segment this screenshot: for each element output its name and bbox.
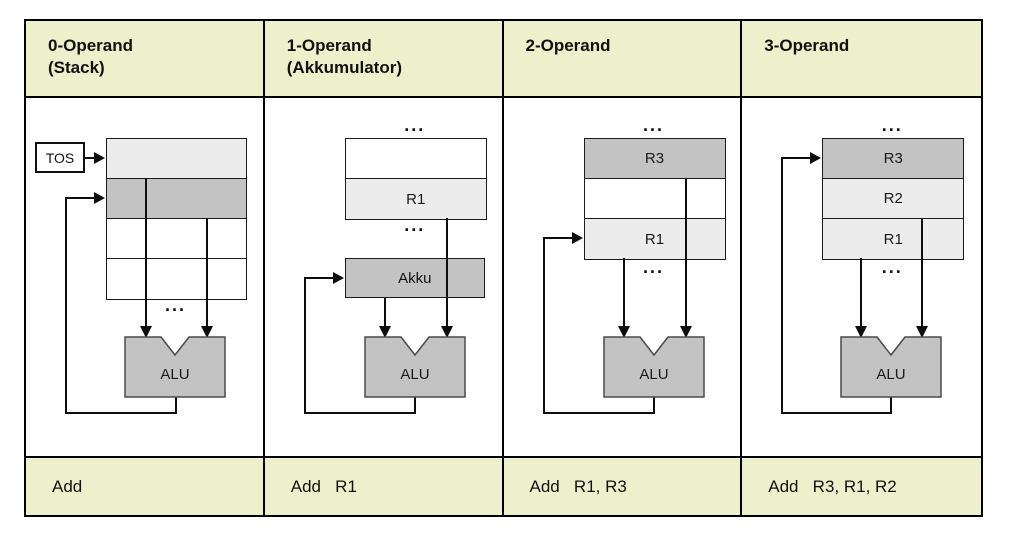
- instruction-2-operand: Add R1, R3: [503, 456, 743, 515]
- arrowhead-icon: [916, 326, 929, 338]
- ellipsis-below-registers: ...: [404, 215, 426, 235]
- instruction-text: Add R1: [290, 476, 357, 496]
- diagram-3-operand: ... R3 R2 R1 ... ALU: [742, 98, 981, 456]
- arrowhead-icon: [201, 326, 213, 338]
- akku-label: Akku: [398, 269, 432, 287]
- register-cell-r3: R3: [823, 139, 964, 179]
- arrowhead-icon: [617, 326, 630, 338]
- stack-cell-top: [107, 139, 246, 179]
- register-box: R3 R1: [583, 138, 726, 260]
- register-cell-r3: R3: [584, 139, 725, 179]
- ellipsis-below-registers: ...: [881, 257, 903, 277]
- writeback-path: [303, 277, 416, 414]
- header-0-operand: 0-Operand (Stack): [26, 21, 265, 98]
- register-cell-r1: R1: [823, 219, 964, 259]
- stack-cell-second: [107, 179, 246, 219]
- tos-label: TOS: [45, 149, 75, 166]
- ellipsis-below-stack: ...: [164, 295, 186, 315]
- register-cell: [345, 139, 486, 179]
- register-cell-r1: R1: [584, 219, 725, 259]
- header-line1: 3-Operand: [764, 36, 850, 55]
- register-box: R1: [344, 138, 487, 220]
- header-2-operand: 2-Operand: [503, 21, 743, 98]
- instruction-text: Add R3, R1, R2: [768, 476, 897, 496]
- arrowhead-icon: [571, 232, 583, 244]
- arrowhead-icon: [679, 326, 692, 338]
- arrowhead-icon: [855, 326, 868, 338]
- header-3-operand: 3-Operand: [742, 21, 981, 98]
- alu-shape: [124, 336, 226, 398]
- ellipsis-above-registers: ...: [642, 115, 664, 135]
- header-line1: 2-Operand: [525, 36, 611, 55]
- instruction-1-operand: Add R1: [264, 456, 504, 515]
- ellipsis-below-registers: ...: [642, 257, 664, 277]
- ellipsis-above-registers: ...: [881, 115, 903, 135]
- alu-label: ALU: [639, 366, 668, 383]
- stack-register-box: [106, 138, 247, 300]
- arrowhead-icon: [440, 326, 453, 338]
- header-line1: 1-Operand: [286, 36, 372, 55]
- stack-cell: [107, 219, 246, 259]
- stack-cell: [107, 259, 246, 299]
- diagram-1-operand: ... R1 ... Akku ALU: [264, 98, 504, 456]
- instruction-text: Add: [52, 476, 83, 496]
- arrowhead-icon: [810, 152, 822, 164]
- header-line2: (Stack): [48, 58, 105, 77]
- register-box: R3 R2 R1: [822, 138, 965, 260]
- diagram-2-operand: ... R3 R1 ... ALU: [503, 98, 743, 456]
- register-cell: [584, 179, 725, 219]
- arrowhead-icon: [332, 272, 344, 284]
- register-cell-r2: R2: [823, 179, 964, 219]
- header-line1: 0-Operand: [48, 36, 134, 55]
- alu-shape: [840, 336, 942, 398]
- header-line2: (Akkumulator): [286, 58, 402, 77]
- isa-table: 0-Operand (Stack) 1-Operand (Akkumulator…: [24, 19, 983, 517]
- arrowhead-icon: [94, 152, 105, 164]
- header-1-operand: 1-Operand (Akkumulator): [264, 21, 504, 98]
- diagram-0-operand: TOS ... ALU: [26, 98, 265, 456]
- alu-label: ALU: [160, 366, 189, 383]
- alu-label: ALU: [400, 366, 429, 383]
- ellipsis-above-registers: ...: [404, 115, 426, 135]
- instruction-3-operand: Add R3, R1, R2: [742, 456, 981, 515]
- akku-box: Akku: [344, 258, 485, 298]
- instruction-0-operand: Add: [26, 456, 265, 515]
- instruction-text: Add R1, R3: [529, 476, 627, 496]
- arrowhead-icon: [378, 326, 391, 338]
- arrowhead-icon: [140, 326, 152, 338]
- alu-shape: [364, 336, 466, 398]
- arrowhead-icon: [94, 192, 105, 204]
- tos-box: TOS: [35, 142, 85, 173]
- register-cell-r1: R1: [345, 179, 486, 219]
- alu-label: ALU: [877, 366, 906, 383]
- alu-shape: [602, 336, 705, 398]
